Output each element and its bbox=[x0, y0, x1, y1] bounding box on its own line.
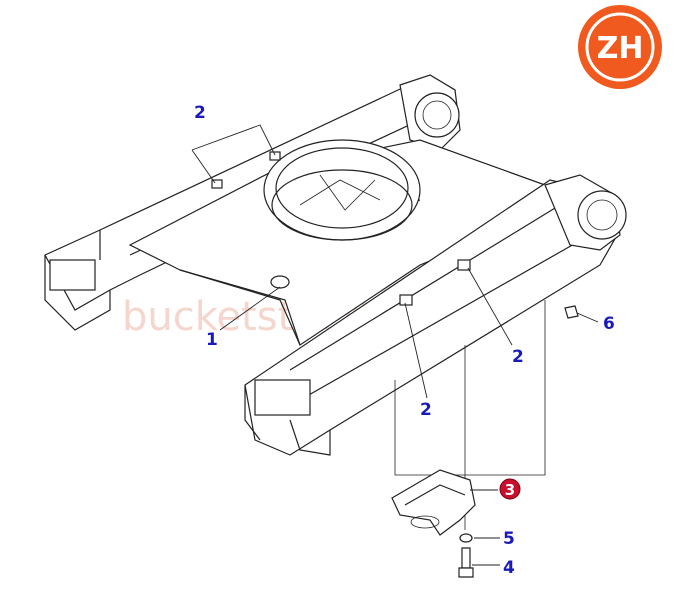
callout-2-rear: 2 bbox=[194, 103, 206, 123]
logo-text: ZH bbox=[597, 31, 644, 66]
callout-1: 1 bbox=[206, 330, 218, 350]
callout-3: 3 bbox=[505, 481, 515, 499]
callout-5: 5 bbox=[503, 529, 515, 549]
callout-2-front-left: 2 bbox=[420, 400, 432, 420]
callout-3-badge: 3 bbox=[499, 478, 521, 500]
leader-lines bbox=[219, 267, 599, 566]
brand-logo: ZH bbox=[578, 5, 662, 89]
track-frame-drawing bbox=[44, 74, 627, 456]
callout-2-front-right: 2 bbox=[512, 347, 524, 367]
guard-assembly-drawing bbox=[391, 300, 546, 578]
callout-6: 6 bbox=[603, 314, 615, 334]
callout-4: 4 bbox=[503, 558, 515, 578]
